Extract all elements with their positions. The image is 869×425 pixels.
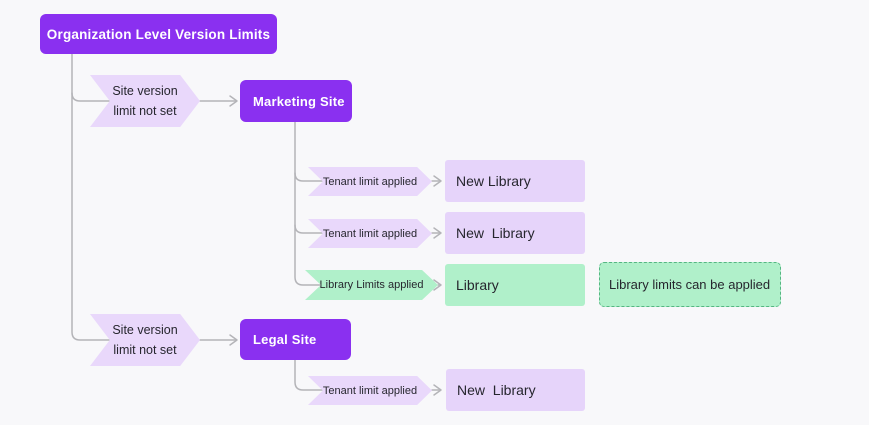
library-node-label: Library [456,277,499,293]
connector-marketing-trunk [294,121,322,286]
new-library-node-2: New Library [445,212,585,254]
new-library-node-3-label: New Library [457,382,536,398]
edge-chevron-library-limits-label: Library Limits applied [319,279,424,291]
condition-chevron-marketing-label: Site version limit not set [112,84,182,118]
marketing-site-node: Marketing Site [240,80,352,122]
condition-chevron-legal-label: Site version limit not set [112,323,182,357]
arrowhead-marketing [229,95,238,107]
arrowhead-row2 [433,227,442,239]
arrowhead-row3 [433,279,442,291]
library-limits-annotation: Library limits can be applied [599,262,781,307]
new-library-node-1-label: New Library [456,173,531,189]
legal-site-node: Legal Site [240,319,351,360]
org-version-limits-node: Organization Level Version Limits [40,14,277,54]
connector-root-to-legal [71,53,110,341]
marketing-site-label: Marketing Site [253,93,345,109]
edge-chevron-tenant-limit-2-label: Tenant limit applied [322,227,418,240]
new-library-node-2-label: New Library [456,225,535,241]
connector-root-to-marketing [71,92,110,102]
condition-chevron-legal: Site version limit not set [90,314,200,366]
edge-chevron-tenant-limit-3-label: Tenant limit applied [322,384,418,397]
legal-site-label: Legal Site [253,332,317,347]
library-limits-annotation-label: Library limits can be applied [609,277,771,292]
edge-chevron-tenant-limit-3: Tenant limit applied [308,376,432,405]
connector-marketing-row1 [294,172,323,182]
edge-chevron-tenant-limit-1-label: Tenant limit applied [322,175,418,188]
new-library-node-1: New Library [445,160,585,202]
arrowhead-legal-row [433,384,442,396]
library-node: Library [445,264,585,306]
edge-chevron-library-limits: Library Limits applied [305,270,438,300]
org-version-limits-label: Organization Level Version Limits [46,26,271,42]
connector-marketing-row2 [294,224,323,234]
edge-chevron-tenant-limit-1: Tenant limit applied [308,167,432,196]
condition-chevron-marketing: Site version limit not set [90,75,200,127]
arrowhead-row1 [433,175,442,187]
edge-chevron-tenant-limit-2: Tenant limit applied [308,219,432,248]
arrowhead-legal [229,334,238,346]
new-library-node-3: New Library [446,369,585,411]
connector-legal-trunk [294,359,323,391]
